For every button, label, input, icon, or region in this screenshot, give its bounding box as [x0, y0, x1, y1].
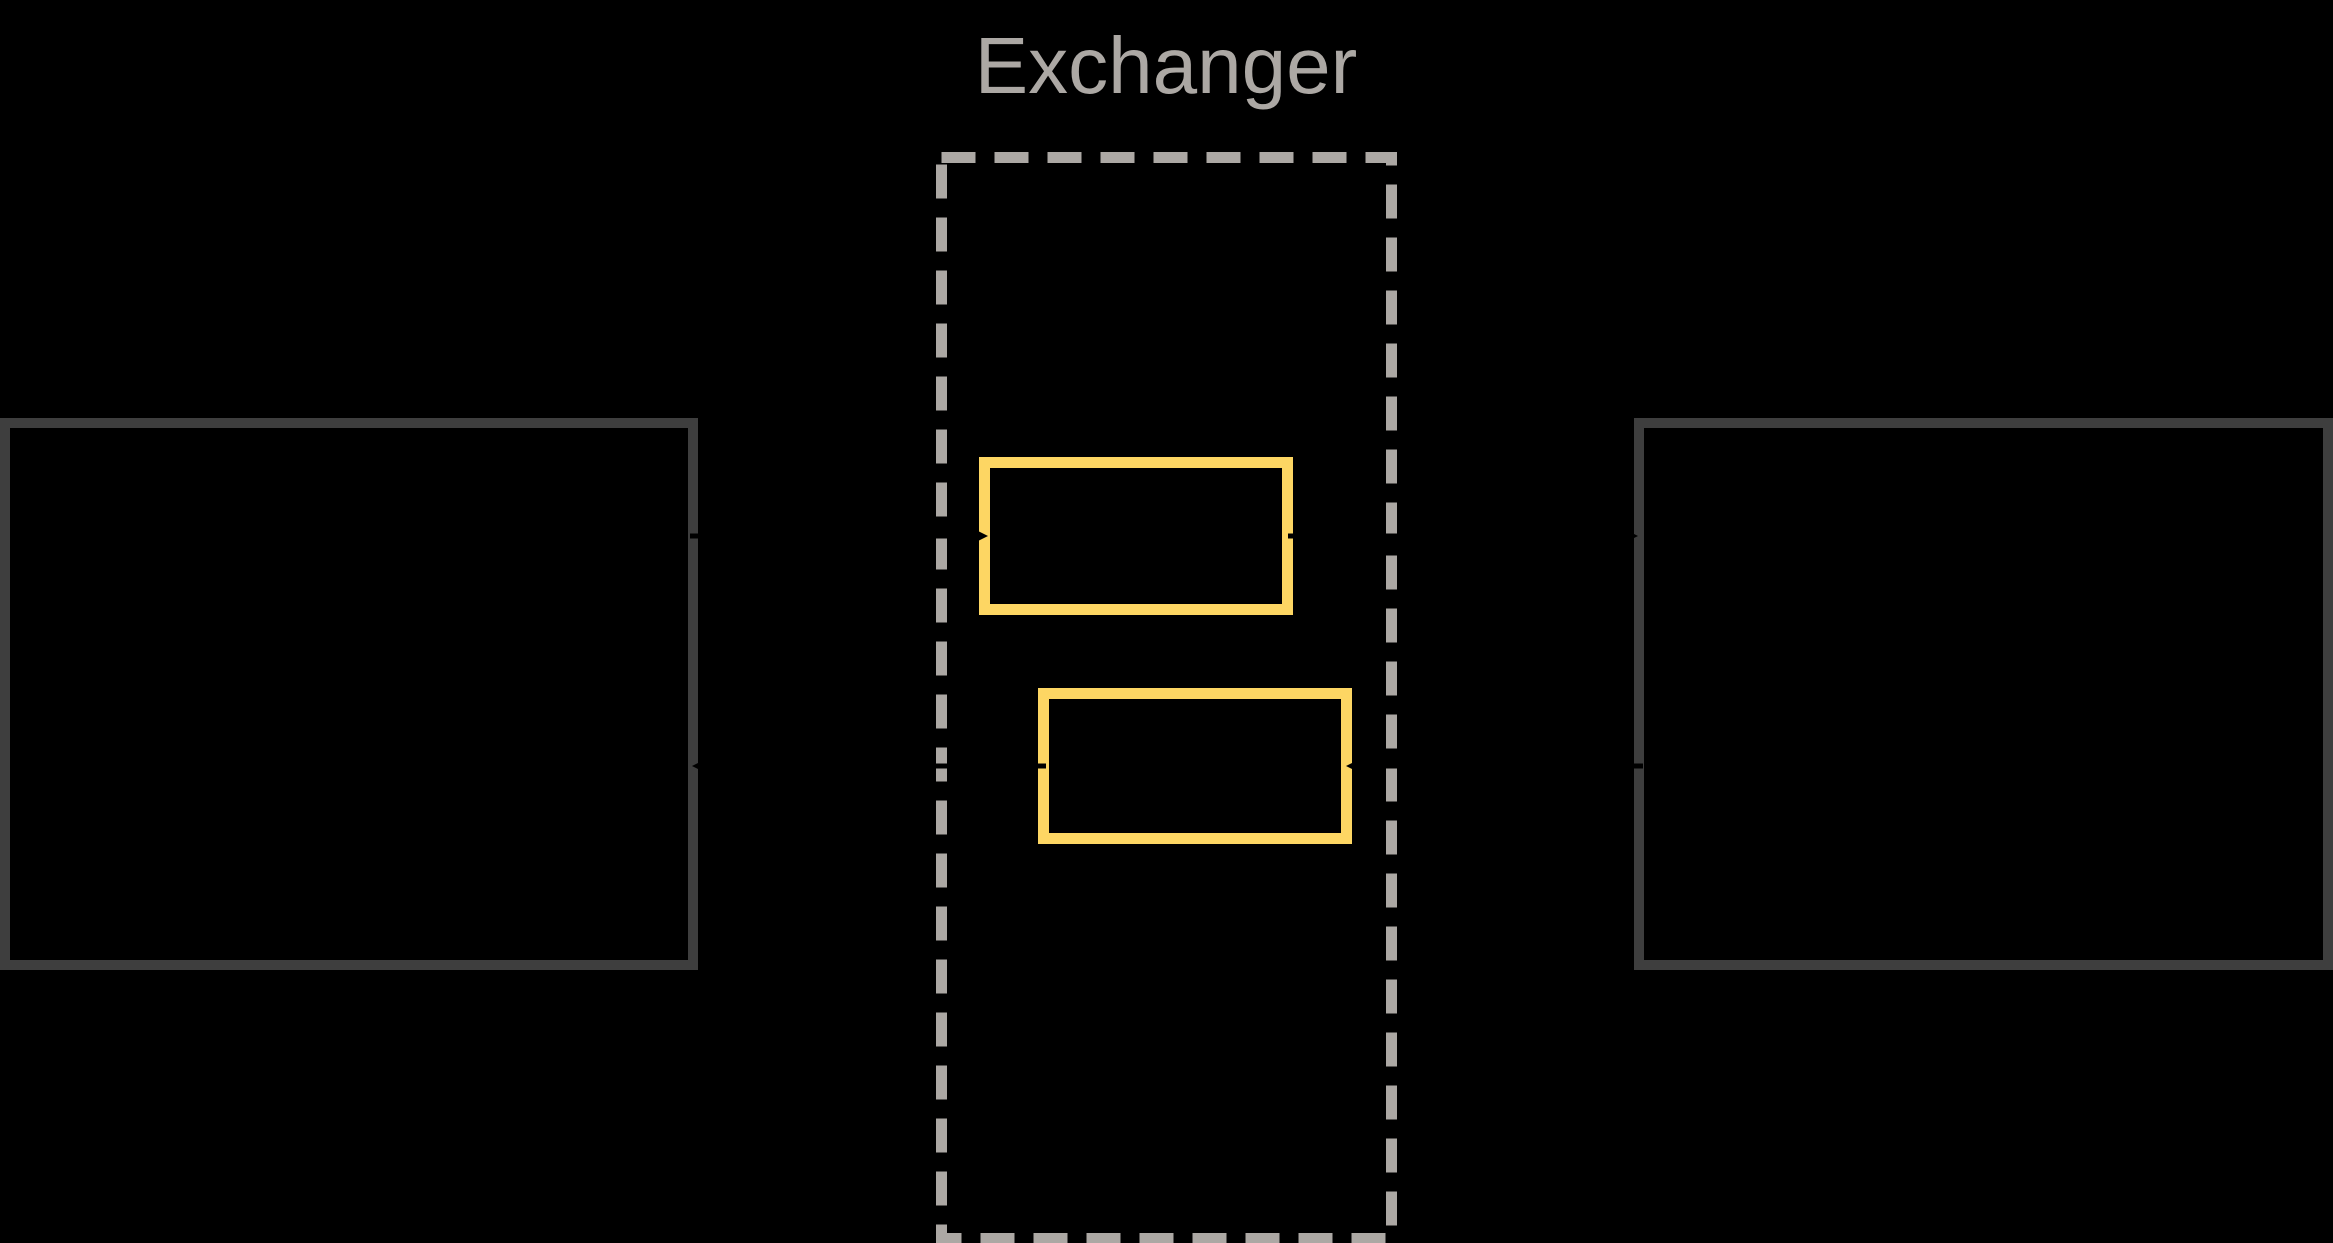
arrowhead-left-icon: [692, 760, 704, 772]
arrowhead-left-icon: [1346, 760, 1358, 772]
exchanger-container-box: [936, 152, 1397, 1243]
arrowhead-right-icon: [1626, 530, 1638, 542]
edge-left-to-inner-top: [690, 530, 988, 542]
edge-inner-bottom-to-left: [692, 760, 1046, 772]
exchanger-title: Exchanger: [974, 21, 1358, 110]
edge-inner-top-to-right: [1288, 530, 1638, 542]
right-endpoint-box: [1634, 418, 2333, 970]
arrowhead-right-icon: [976, 530, 988, 542]
left-endpoint-box: [0, 418, 698, 970]
edge-right-to-inner-bottom: [1346, 760, 1643, 772]
